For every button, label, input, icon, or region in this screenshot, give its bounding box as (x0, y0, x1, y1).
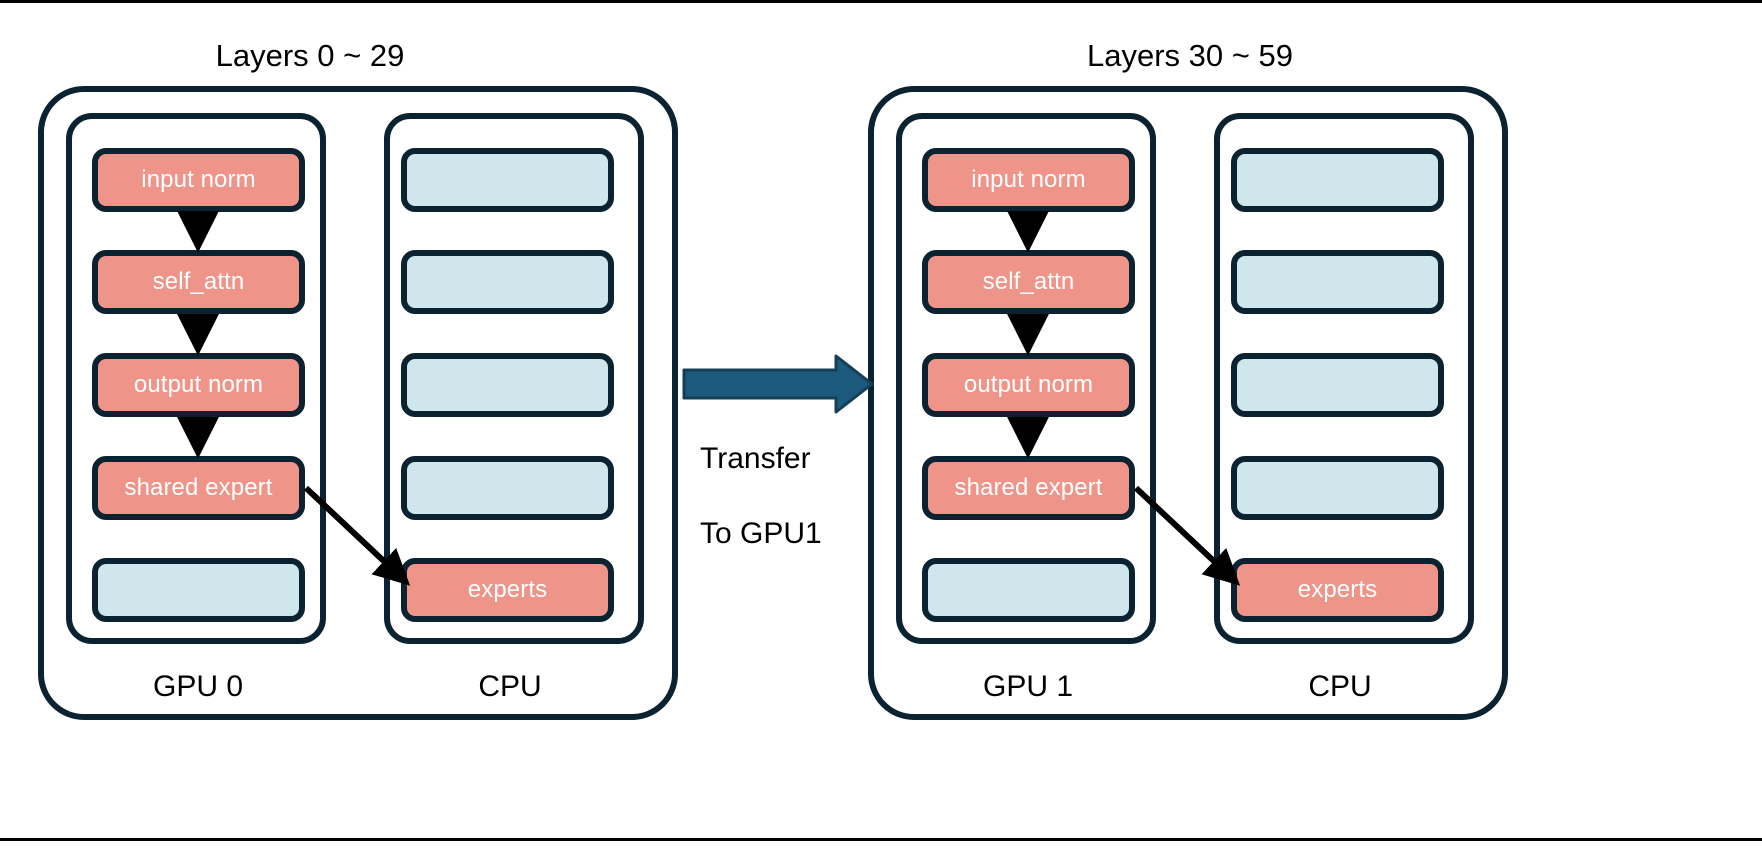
block-gpu1-shared-expert[interactable]: shared expert (922, 456, 1135, 520)
block-gpu1-empty-slot[interactable] (922, 558, 1135, 622)
group-title-left: Layers 0 ~ 29 (215, 38, 405, 73)
block-gpu0-shared-expert[interactable]: shared expert (92, 456, 305, 520)
block-label: shared expert (124, 474, 273, 501)
block-cpu1-slot-1[interactable] (1231, 148, 1444, 212)
device-caption-cpu1: CPU (1308, 670, 1372, 703)
device-caption-gpu1: GPU 1 (982, 670, 1074, 703)
block-label: output norm (133, 371, 264, 398)
block-cpu0-slot-2[interactable] (401, 250, 614, 314)
device-caption-gpu0: GPU 0 (152, 670, 244, 703)
block-label: input norm (971, 166, 1086, 193)
block-gpu0-input-norm[interactable]: input norm (92, 148, 305, 212)
block-label: self_attn (982, 268, 1075, 295)
group-title-right: Layers 30 ~ 59 (1087, 38, 1293, 73)
block-cpu1-slot-3[interactable] (1231, 353, 1444, 417)
block-cpu1-experts[interactable]: experts (1231, 558, 1444, 622)
frame-rule-top (0, 0, 1762, 3)
block-cpu0-slot-4[interactable] (401, 456, 614, 520)
block-cpu0-slot-3[interactable] (401, 353, 614, 417)
block-label: self_attn (152, 268, 245, 295)
block-label: output norm (963, 371, 1094, 398)
transfer-label-line-2: To GPU1 (700, 516, 822, 550)
block-label: input norm (141, 166, 256, 193)
transfer-label-line-1: Transfer (700, 441, 811, 475)
block-gpu0-output-norm[interactable]: output norm (92, 353, 305, 417)
device-caption-cpu0: CPU (478, 670, 542, 703)
block-label: experts (467, 576, 548, 603)
block-cpu1-slot-4[interactable] (1231, 456, 1444, 520)
frame-rule-bottom (0, 838, 1762, 841)
block-cpu1-slot-2[interactable] (1231, 250, 1444, 314)
block-gpu1-output-norm[interactable]: output norm (922, 353, 1135, 417)
block-cpu0-slot-1[interactable] (401, 148, 614, 212)
block-gpu1-self-attn[interactable]: self_attn (922, 250, 1135, 314)
block-label: shared expert (954, 474, 1103, 501)
block-gpu1-input-norm[interactable]: input norm (922, 148, 1135, 212)
block-label: experts (1297, 576, 1378, 603)
block-gpu0-self-attn[interactable]: self_attn (92, 250, 305, 314)
transfer-label: Transfer To GPU1 (700, 402, 822, 590)
block-gpu0-empty-slot[interactable] (92, 558, 305, 622)
block-cpu0-experts[interactable]: experts (401, 558, 614, 622)
